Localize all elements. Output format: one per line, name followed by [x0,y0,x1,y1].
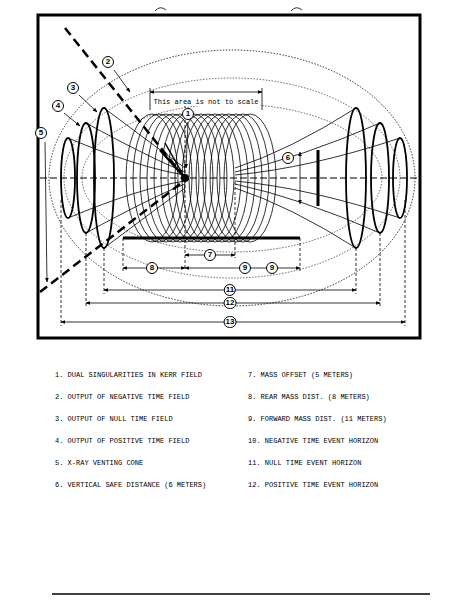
extension-line [86,233,87,307]
dimension-line [300,152,301,204]
dimension-lines [61,255,405,322]
field-ring [147,114,199,242]
callout-number: 8 [146,262,158,274]
field-ring [203,114,255,242]
callout-number: 2 [102,56,114,68]
funnel-line [104,108,185,168]
field-ring [161,114,213,242]
field-ring [224,114,276,242]
field-ring [168,114,220,242]
callout-number: 9 [239,262,251,274]
funnel-line [235,184,380,233]
scan-mark [291,8,302,11]
field-ring [154,114,206,242]
positive-time-output [61,138,75,218]
callout-number: 7 [204,249,216,261]
leader-lines [64,70,188,168]
part-list-item: 7. MASS OFFSET (5 METERS) [248,371,353,380]
extension-line [380,233,381,307]
part-list-item: 1. DUAL SINGULARITIES IN KERR FIELD [55,371,202,380]
funnel-line [68,181,185,218]
leader-line [64,113,80,126]
leader-line [114,70,130,92]
field-ring [133,114,185,242]
field-ring [210,114,262,242]
safe-distance-bar [317,150,320,206]
null-time-output [371,123,389,233]
singularity-ray [165,143,185,178]
field-ring [175,114,227,242]
page-rule [52,593,430,595]
callout-number: 3 [67,82,79,94]
null-time-output [77,123,95,233]
funnel-lines [68,108,400,248]
funnel-line [86,123,185,172]
frame [38,15,420,338]
part-list-item: 6. VERTICAL SAFE DISTANCE (6 METERS) [55,481,206,490]
callout-number: 12 [224,297,237,309]
axis-line [40,177,418,178]
part-list-item: 9. FORWARD MASS DIST. (11 METERS) [248,415,387,424]
funnel-line [235,123,380,172]
leader-line [45,142,47,282]
extension-line [185,100,186,270]
leader-line [79,95,97,112]
field-ring [196,114,248,242]
field-ring [182,114,234,242]
mass-bar [123,237,300,240]
funnel-line [235,108,356,168]
part-list-item: 12. POSITIVE TIME EVENT HORIZON [248,481,378,490]
extension-line [356,248,357,294]
callout-number: 5 [35,127,47,139]
extension-line [61,200,62,326]
scale-tick [150,88,151,110]
extension-line [300,238,301,272]
extension-line [104,248,105,294]
part-list-item: 10. NEGATIVE TIME EVENT HORIZON [248,437,378,446]
part-list-item: 8. REAR MASS DIST. (8 METERS) [248,393,370,402]
field-ring [126,114,178,242]
cones-left [61,108,114,248]
part-list-item: 11. NULL TIME EVENT HORIZON [248,459,361,468]
callout-number: 13 [224,316,237,328]
scan-mark [155,8,166,11]
singularity-ray [160,150,185,178]
part-list-item: 5. X-RAY VENTING CONE [55,459,143,468]
field-ring [189,114,241,242]
scale-note: This area is not to scale [151,98,260,106]
extension-line [405,200,406,326]
callout-number: 6 [282,152,294,164]
funnel-line [86,184,185,233]
callout-number: 1 [182,108,194,120]
negative-time-output [346,108,366,248]
part-list-item: 3. OUTPUT OF NULL TIME FIELD [55,415,173,424]
callout-number: 4 [52,100,64,112]
scale-tick [262,88,263,110]
scale-bracket [150,92,262,93]
part-list-item: 2. OUTPUT OF NEGATIVE TIME FIELD [55,393,189,402]
extension-line [123,238,124,272]
extension-line [235,182,236,258]
leader-line [186,122,188,168]
callout-number: 11 [224,284,236,296]
extension-lines [61,100,405,326]
cones-right [346,108,407,248]
callout-number: 9 [266,262,278,274]
part-list-item: 4. OUTPUT OF POSITIVE TIME FIELD [55,437,189,446]
field-ring [217,114,269,242]
